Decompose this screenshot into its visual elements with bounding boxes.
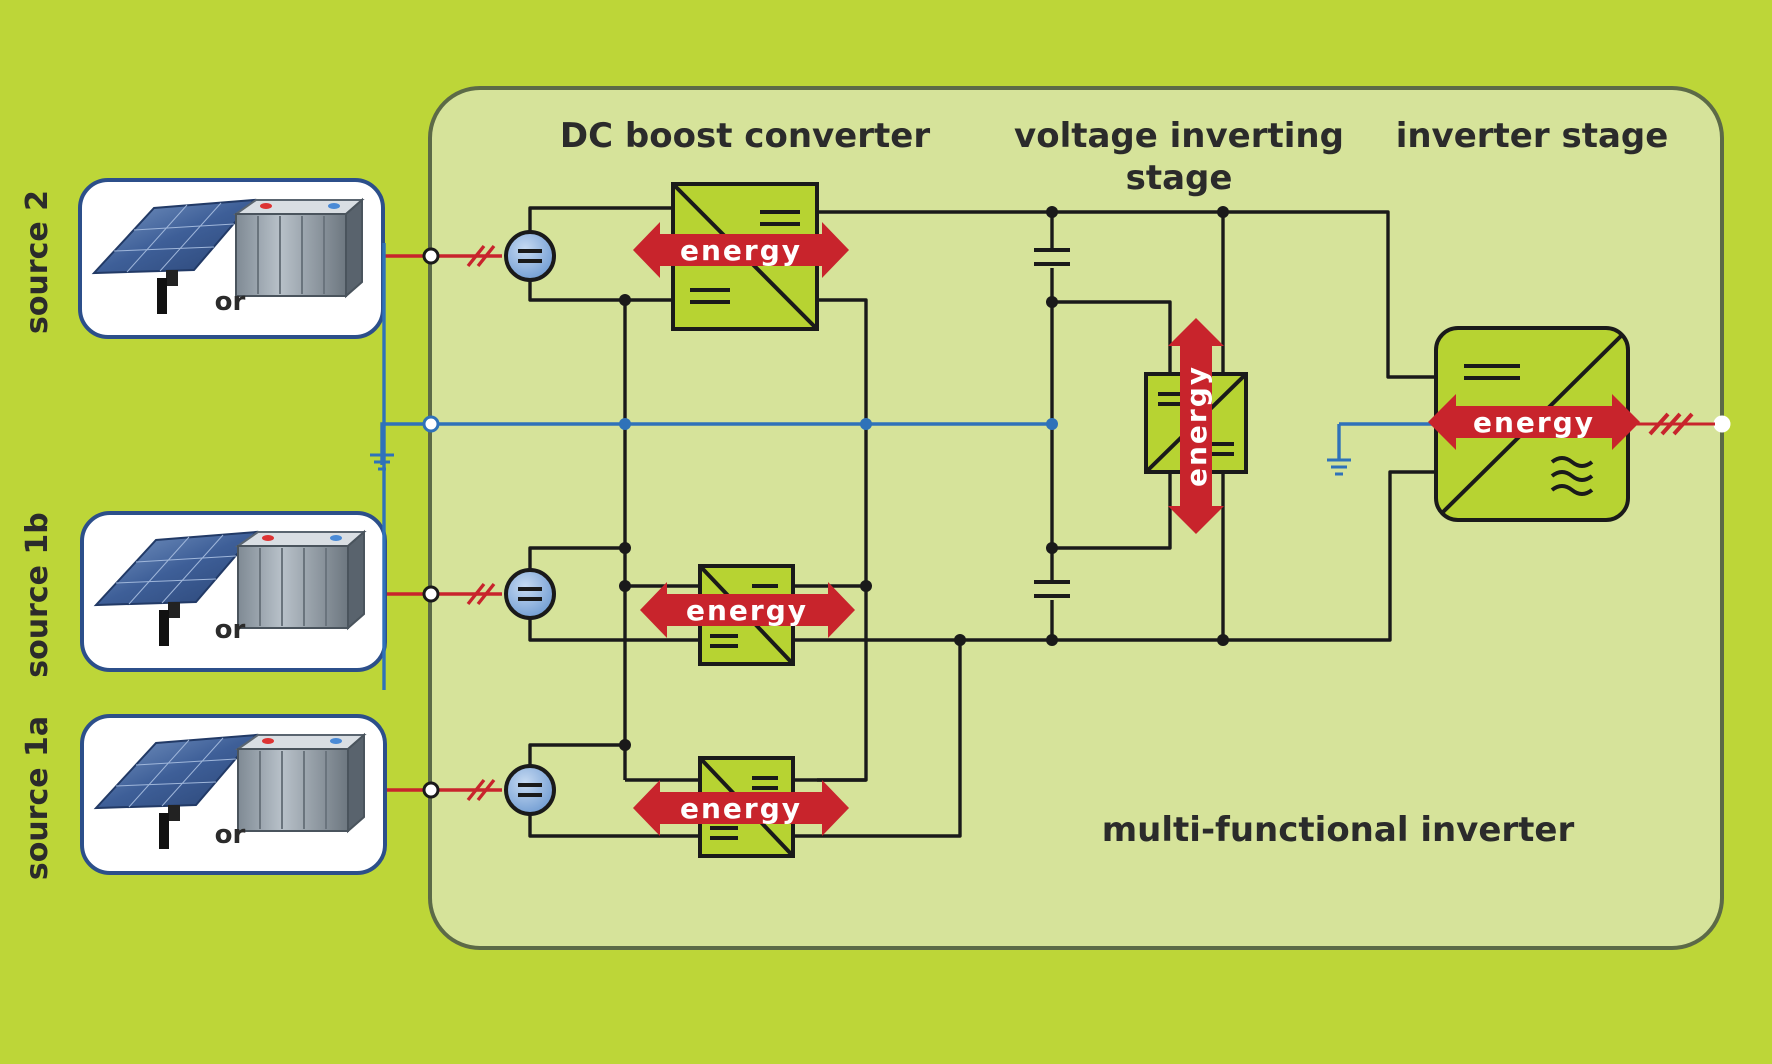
circuit-wiring [528, 206, 1450, 838]
ground-icon-right [1327, 458, 1351, 476]
source-1b-box: or [80, 511, 387, 672]
source-1b-or: or [215, 615, 246, 645]
energy-arrow-inverter: energy [1428, 394, 1640, 450]
junction-dots [619, 206, 1229, 751]
ground-icon-left [370, 453, 394, 471]
capacitor-icon [1030, 248, 1074, 600]
energy-label-voltage-inverting: energy [1180, 365, 1213, 487]
energy-arrow-source-1a: energy [633, 780, 849, 836]
source-1a-label: source 1a [20, 716, 55, 880]
terminals [422, 247, 1731, 799]
stage-dc-boost: DC boost converter [560, 116, 930, 156]
energy-label-source-2: energy [680, 234, 802, 267]
source-wires [385, 244, 502, 802]
source-2-box: or [78, 178, 385, 339]
stage-voltage-inverting: voltage inverting [1014, 116, 1344, 156]
dc-source-icon [504, 230, 556, 816]
source-1b-label: source 1b [20, 512, 55, 678]
source-1a-box: or [80, 714, 387, 875]
energy-arrow-source-2: energy [633, 222, 849, 278]
energy-arrow-source-1b: energy [640, 582, 855, 638]
box-label: multi-functional inverter [1102, 810, 1575, 850]
stage-inverter: inverter stage [1396, 116, 1669, 156]
energy-label-source-1b: energy [686, 594, 808, 627]
stage-voltage-inverting-2: stage [1126, 158, 1233, 198]
source-1a-or: or [215, 820, 246, 850]
ground-bus [370, 243, 1440, 690]
energy-arrow-voltage-inverting: energy [1168, 318, 1224, 534]
source-2-label: source 2 [20, 190, 55, 334]
energy-label-inverter: energy [1473, 406, 1595, 439]
ac-output-line [1630, 412, 1715, 436]
energy-label-source-1a: energy [680, 792, 802, 825]
ac-output-icon [1550, 456, 1594, 496]
source-2-or: or [215, 287, 246, 317]
